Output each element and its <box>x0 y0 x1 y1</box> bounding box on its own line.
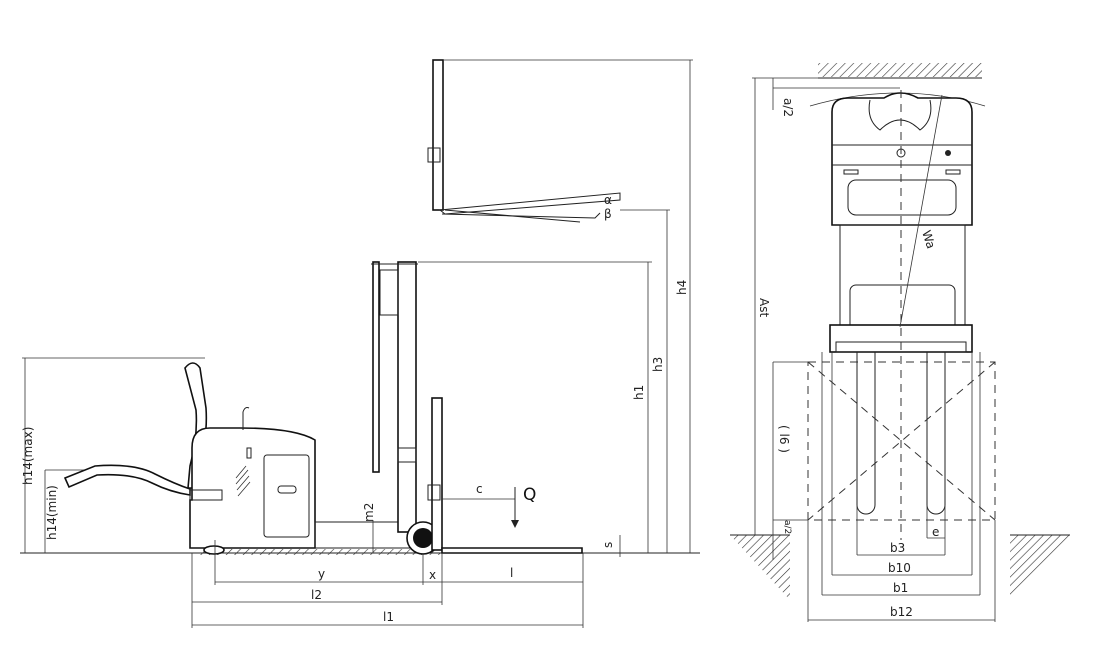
ground-hatch <box>200 549 440 555</box>
truck-body <box>189 407 411 555</box>
label-Wa: Wa <box>919 229 938 251</box>
tiller-handle <box>63 362 208 496</box>
label-h14-min: h14(min) <box>45 485 59 540</box>
label-a2-bottom: a/2 <box>782 520 792 534</box>
fork-raised: α β <box>427 59 621 223</box>
label-x: x <box>429 568 436 582</box>
pallet-outline <box>807 361 996 521</box>
label-e: e <box>932 525 939 539</box>
fork-left <box>856 352 876 515</box>
label-h3: h3 <box>651 357 665 372</box>
label-l2: l2 <box>311 588 322 602</box>
label-m2: m2 <box>362 503 376 522</box>
fork-right <box>926 352 946 515</box>
label-b12: b12 <box>890 605 913 619</box>
label-l6: ( l6 ) <box>777 425 791 453</box>
label-l1: l1 <box>383 610 394 624</box>
label-b3: b3 <box>890 541 905 555</box>
label-h14-max: h14(max) <box>21 427 35 485</box>
label-h4: h4 <box>675 280 689 295</box>
label-y: y <box>318 567 325 581</box>
wall-hatch-top <box>818 63 982 77</box>
label-c: c <box>476 482 483 496</box>
side-view: h14(max) h14(min) α β h1 h3 h4 m2 c Q s <box>20 59 700 628</box>
fork-lowered <box>427 397 583 554</box>
label-Q: Q <box>523 485 536 505</box>
mast <box>371 261 418 533</box>
wall-hatch-left <box>730 535 790 600</box>
label-h1: h1 <box>632 385 646 400</box>
load-arrow-icon <box>511 520 519 528</box>
top-view: Ast a/2 Wa ( l6 ) a/2 e b3 b10 b1 b12 <box>730 63 1070 622</box>
label-a2-top: a/2 <box>781 98 795 117</box>
label-b1: b1 <box>893 581 908 595</box>
load-wheel-hub <box>413 528 433 548</box>
label-beta: β <box>604 207 612 221</box>
wall-hatch-right <box>1010 535 1070 600</box>
label-l: l <box>510 566 513 580</box>
label-b10: b10 <box>888 561 911 575</box>
label-s: s <box>601 542 615 548</box>
label-alpha: α <box>604 193 612 207</box>
label-Ast: Ast <box>757 298 771 317</box>
